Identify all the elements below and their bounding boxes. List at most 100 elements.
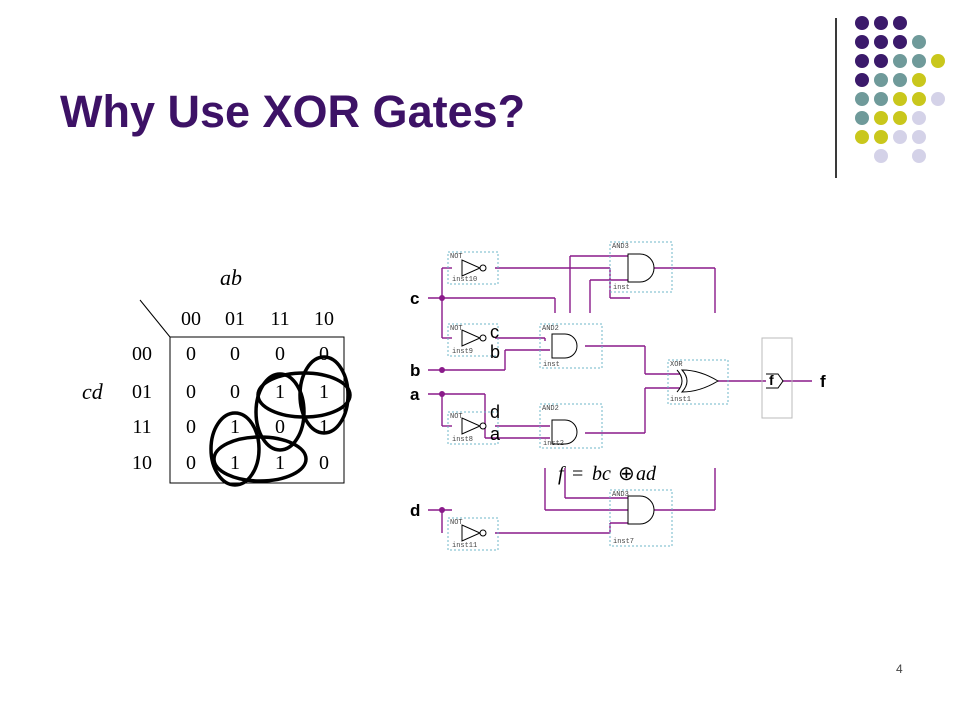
kmap-cell: 1 [275,452,285,474]
svg-text:inst7: inst7 [613,538,634,546]
not-gate-bubble [479,529,487,537]
and2-gate-icon [551,333,578,359]
kmap-cell: 1 [230,452,240,474]
kmap-cell: 0 [186,416,196,438]
decorative-dot [874,35,888,49]
output-pin-icon [766,373,784,389]
kmap-col-header: 11 [270,308,289,330]
not-gate-bubble [479,422,487,430]
decorative-dot [912,149,926,163]
junction-node [439,367,445,373]
input-label-b: b [410,361,420,380]
and2-top-label: c [490,322,499,342]
decorative-dot [893,73,907,87]
kmap-groupings [209,355,352,487]
and2-bottom-label: a [490,424,501,444]
and2-top-label: b [490,342,500,362]
input-label-c: c [410,289,419,308]
equation-equals: = [572,463,583,485]
decorative-dot [874,16,888,30]
kmap-cell: 0 [230,381,240,403]
svg-text:inst: inst [543,361,560,369]
kmap-col-header: 10 [314,308,334,330]
decorative-dot [874,92,888,106]
kmap-cell: 1 [319,416,329,438]
kmap-cell: 0 [186,452,196,474]
svg-text:AND3: AND3 [612,243,629,251]
decorative-dot [931,92,945,106]
equation-term1: bc [592,463,611,485]
kmap-cells: 0 0 0 0 0 0 1 1 0 1 0 1 0 1 1 0 [186,343,329,474]
decorative-dot [912,73,926,87]
decorative-dot [931,54,945,68]
not-gate-icon [461,524,482,542]
not-gate-icon [461,417,482,435]
decorative-dot [874,149,888,163]
svg-text:AND3: AND3 [612,491,629,499]
input-label-a: a [410,385,420,404]
kmap-group-ellipse [209,411,261,487]
decorative-dot [912,130,926,144]
decorative-dot [893,92,907,106]
decorative-dot [855,111,869,125]
kmap-cell: 1 [275,381,285,403]
kmap-group-ellipse [212,435,308,483]
kmap-col-header: 00 [181,308,201,330]
xor-gate [676,369,719,393]
decorative-dot [893,16,907,30]
decorative-divider [835,18,837,178]
decorative-dot [893,35,907,49]
svg-text:inst10: inst10 [452,276,477,284]
page-number: 4 [896,662,903,676]
kmap-cell: 0 [319,343,329,365]
slide-title: Why Use XOR Gates? [60,86,526,137]
kmap-cell: 0 [230,343,240,365]
kmap-cell: 1 [319,381,329,403]
decorative-dot [893,130,907,144]
decorative-dot [912,111,926,125]
kmap-row-header: 01 [132,381,152,403]
decorative-dot [855,73,869,87]
decorative-dot [855,16,869,30]
svg-text:XOR: XOR [670,361,683,369]
output-label-f: f [820,372,826,391]
decorative-dot [912,54,926,68]
kmap-cell: 0 [186,343,196,365]
equation-lhs: f [558,463,566,485]
svg-text:AND2: AND2 [542,405,559,413]
output-pin-box [761,337,793,419]
input-label-d: d [410,501,420,520]
kmap-group-ellipse [298,355,350,435]
svg-text:NOT: NOT [450,253,463,261]
equation-term2: ad [636,463,657,485]
decorative-dot [874,73,888,87]
decorative-dot [874,54,888,68]
kmap-row-header: 11 [132,416,151,438]
circuit-schematic: c b a d [410,241,826,551]
svg-text:AND2: AND2 [542,325,559,333]
not-gate-icon [461,329,482,347]
equation-xor-operator: ⊕ [618,463,635,485]
gate-labels: NOT inst10 NOT inst9 NOT inst8 NOT inst1… [450,243,691,550]
svg-text:inst9: inst9 [452,348,473,356]
output-pin: f [761,337,793,419]
not-gates [461,259,487,542]
decorative-dot [855,54,869,68]
svg-text:NOT: NOT [450,519,463,527]
kmap-cell: 0 [275,416,285,438]
input-nodes [439,295,445,513]
not-gate-bubble [479,334,487,342]
kmap-row-variable: cd [82,379,104,404]
junction-node [439,507,445,513]
kmap-row-header: 00 [132,343,152,365]
decorative-dot [912,35,926,49]
svg-text:inst2: inst2 [543,440,564,448]
junction-node [439,391,445,397]
and3-gate-icon [627,253,655,283]
and2-bottom-label: d [490,402,500,422]
kmap-row-header: 10 [132,452,152,474]
decorative-dot [893,111,907,125]
karnaugh-map: ab 00 01 11 10 cd 00 01 11 10 0 0 0 0 0 … [82,265,352,487]
junction-node [439,295,445,301]
